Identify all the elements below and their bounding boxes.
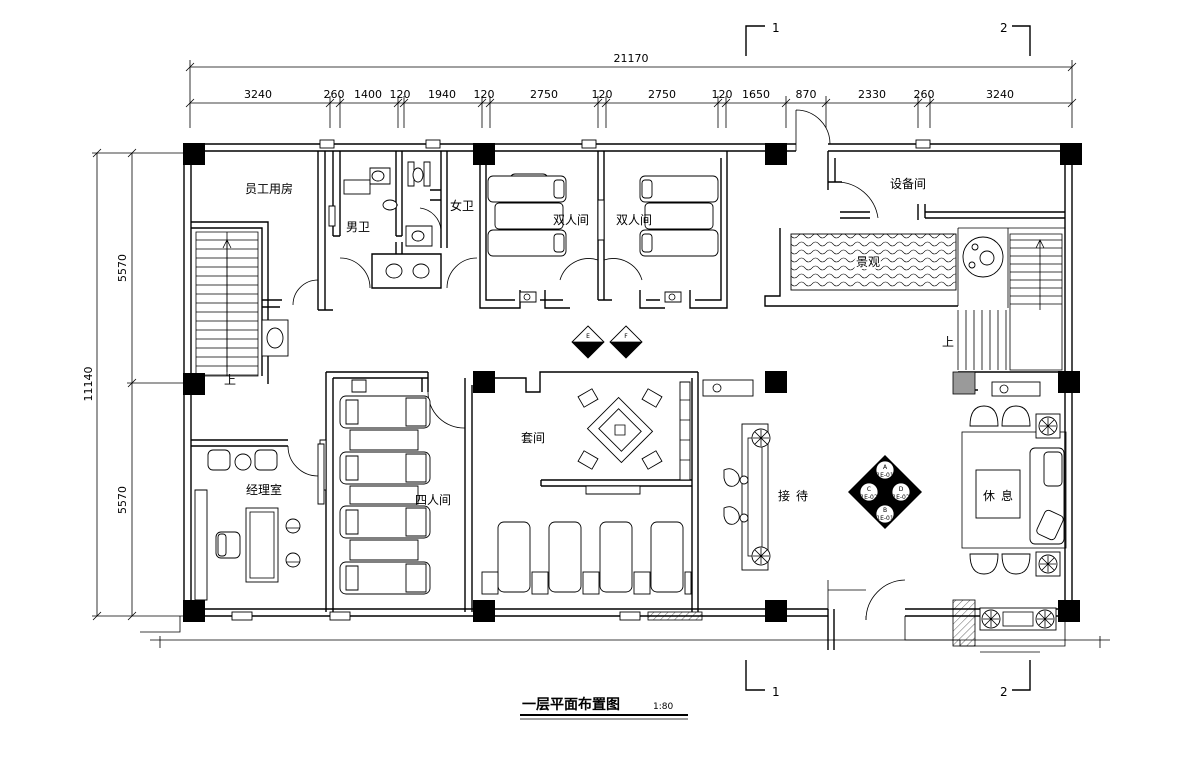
- section-label-2-top: 2: [1000, 21, 1008, 35]
- room-label-reception: 接待: [778, 488, 814, 503]
- elevation-compass-tag: [848, 455, 922, 529]
- compass-tag-a-letter: A: [883, 464, 888, 471]
- compass-tag-d-letter: D: [899, 486, 904, 493]
- room-label-womens-wc: 女卫: [450, 198, 474, 213]
- elevation-tag-f: [609, 325, 643, 359]
- room-label-double-a: 双人间: [553, 213, 589, 227]
- stair-up-label-right: 上: [942, 335, 954, 349]
- overall-width-dimension: 21170: [614, 52, 649, 65]
- segment-dimension: 2330: [858, 88, 886, 101]
- outer-walls: [140, 139, 1110, 653]
- left-dimension-lower: 5570: [116, 486, 129, 514]
- segment-dimension: 120: [592, 88, 613, 101]
- structural-columns: [183, 143, 1082, 622]
- segment-dimension: 3240: [986, 88, 1014, 101]
- room-label-double-b: 双人间: [616, 213, 652, 227]
- room-label-manager: 经理室: [246, 482, 282, 497]
- compass-tag-c-ref: 1E-02: [860, 494, 878, 501]
- room-label-equipment: 设备间: [890, 177, 926, 191]
- segment-dimension: 260: [914, 88, 935, 101]
- segment-dimension: 2750: [648, 88, 676, 101]
- room-label-suite: 套间: [521, 431, 545, 445]
- section-label-1-top: 1: [772, 21, 780, 35]
- lounge-furniture: [961, 381, 1067, 631]
- segment-dimension: 120: [390, 88, 411, 101]
- stair-right: [957, 233, 1063, 371]
- segment-dimensions: 3240 260 1400 120 1940 120 2750 120 2750 120 1650 8…: [244, 88, 1014, 101]
- segment-dimension: 1650: [742, 88, 770, 101]
- section-marker-1-top: [745, 25, 765, 56]
- compass-tag-b-ref: 1E-01: [876, 515, 894, 522]
- stair-left: [195, 231, 259, 377]
- section-marker-2-top: [1012, 25, 1031, 56]
- dimension-lines: [92, 60, 1077, 621]
- segment-dimension: 1400: [354, 88, 382, 101]
- drawing-title: 一层平面布置图: [522, 696, 620, 713]
- elevation-tag-f-ref: 1E-04: [617, 343, 635, 350]
- title-underline: [520, 714, 688, 720]
- compass-tag-d-ref: 1E-02: [892, 494, 910, 501]
- stair-up-label-left: 上: [224, 373, 236, 387]
- section-label-2-bottom: 2: [1000, 685, 1008, 699]
- four-person-beds: [339, 379, 431, 595]
- left-dimension-upper: 5570: [116, 254, 129, 282]
- compass-tag-a-ref: 1E-01: [876, 472, 894, 479]
- overall-height-dimension: 11140: [82, 367, 95, 402]
- double-room-beds: [487, 173, 719, 303]
- cabinet-basin: [266, 327, 284, 349]
- segment-dimension: 3240: [244, 88, 272, 101]
- segment-dimension: 2750: [530, 88, 558, 101]
- segment-dimension: 120: [712, 88, 733, 101]
- section-marker-2-bottom: [1012, 660, 1031, 691]
- segment-dimension: 870: [796, 88, 817, 101]
- room-label-four-person: 四人间: [415, 493, 451, 507]
- room-label-staff: 员工用房: [245, 181, 293, 196]
- reception-furniture: [702, 379, 771, 571]
- elevation-tag-f-letter: F: [624, 333, 628, 340]
- section-marker-1-bottom: [745, 660, 765, 691]
- manager-furniture: [207, 449, 301, 583]
- room-label-landscape: 景观: [856, 255, 880, 269]
- landscape-feature: [790, 233, 1004, 291]
- suite-furniture: [481, 388, 692, 595]
- section-label-1-bottom: 1: [772, 685, 780, 699]
- interior-walls: [191, 109, 1065, 650]
- compass-tag-b-letter: B: [883, 507, 887, 514]
- segment-dimension: 1940: [428, 88, 456, 101]
- drawing-scale: 1:80: [653, 702, 673, 712]
- compass-tag-c-letter: C: [867, 486, 871, 493]
- room-label-mens-wc: 男卫: [346, 220, 370, 234]
- segment-dimension: 120: [474, 88, 495, 101]
- elevation-tag-e-letter: E: [586, 333, 590, 340]
- elevation-tag-e: [571, 325, 605, 359]
- room-label-lounge: 休息: [983, 488, 1019, 503]
- segment-dimension: 260: [324, 88, 345, 101]
- elevation-tag-e-ref: 1E-04: [579, 343, 597, 350]
